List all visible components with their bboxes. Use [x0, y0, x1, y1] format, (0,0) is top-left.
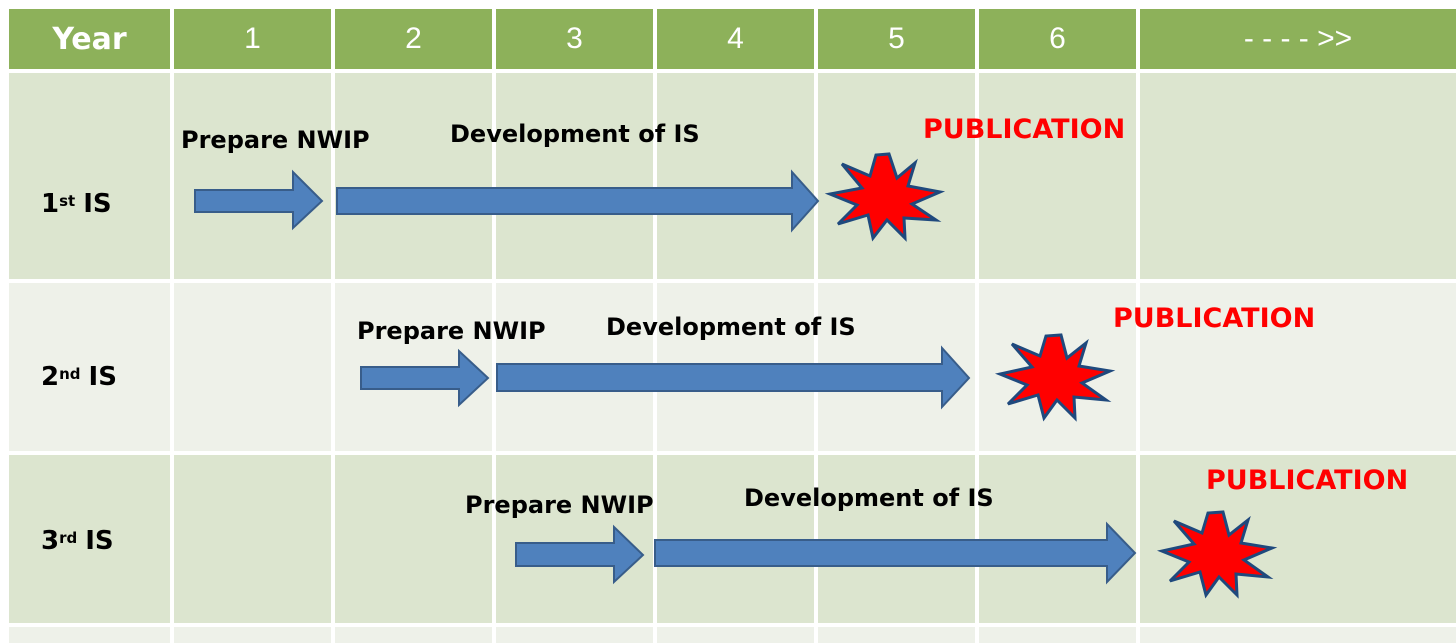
row-2-publication-label: PUBLICATION: [1113, 303, 1316, 334]
row-3-bg-col0: [9, 455, 170, 623]
arrow-right-icon: [194, 169, 324, 231]
row-3-prepare-label: Prepare NWIP: [465, 491, 654, 519]
header-year-1: 1: [174, 9, 331, 69]
row-1-suffix: st: [59, 192, 76, 210]
row-4-bg-col4: [657, 627, 814, 643]
header-year-6: 6: [979, 9, 1136, 69]
row-1-is: IS: [83, 189, 112, 219]
starburst-icon: [994, 333, 1116, 422]
header-year-5: 5: [818, 9, 975, 69]
row-2-prepare-label: Prepare NWIP: [357, 317, 546, 345]
header-year: Year: [9, 9, 170, 69]
row-1-prepare-label: Prepare NWIP: [181, 126, 370, 154]
header-year-4: 4: [657, 9, 814, 69]
row-3-is: IS: [85, 526, 114, 556]
row-1-bg-col0: [9, 73, 170, 279]
starburst-icon: [1156, 510, 1278, 599]
starburst-icon: [824, 152, 946, 242]
row-2-bg-col0: [9, 283, 170, 451]
arrow-right-icon: [515, 524, 645, 585]
row-4-bg-col2: [335, 627, 492, 643]
row-3-suffix: rd: [59, 529, 78, 547]
row-1-bg-col6: [979, 73, 1136, 279]
row-3-bg-col2: [335, 455, 492, 623]
row-1-bg-col3: [496, 73, 653, 279]
row-2-bg-col1: [174, 283, 331, 451]
row-3-development-label: Development of IS: [744, 484, 994, 512]
row-3-bg-col1: [174, 455, 331, 623]
arrow-right-icon: [336, 169, 820, 233]
row-1-bg-col7: [1140, 73, 1456, 279]
header-year-continued: - - - - >>: [1140, 9, 1456, 69]
row-1-bg-col2: [335, 73, 492, 279]
row-1-publication-label: PUBLICATION: [923, 114, 1126, 145]
arrow-right-icon: [360, 348, 490, 408]
row-4-bg-col1: [174, 627, 331, 643]
row-2-suffix: nd: [59, 365, 81, 383]
row-3-publication-label: PUBLICATION: [1206, 465, 1409, 496]
row-2-development-label: Development of IS: [606, 313, 856, 341]
row-4-bg-col6: [979, 627, 1136, 643]
row-2-bg-col7: [1140, 283, 1456, 451]
arrow-right-icon: [496, 345, 971, 410]
arrow-right-icon: [654, 521, 1137, 585]
row-2-is: IS: [88, 362, 117, 392]
header-year-2: 2: [335, 9, 492, 69]
header-year-3: 3: [496, 9, 653, 69]
row-4-bg-col3: [496, 627, 653, 643]
row-1-num: 1: [41, 189, 60, 219]
row-4-bg-col7: [1140, 627, 1456, 643]
row-1-development-label: Development of IS: [450, 120, 700, 148]
row-1-bg-col4: [657, 73, 814, 279]
row-1-bg-col1: [174, 73, 331, 279]
row-3-num: 3: [41, 526, 60, 556]
row-4-bg-col0: [9, 627, 170, 643]
row-4-bg-col5: [818, 627, 975, 643]
row-2-num: 2: [41, 362, 60, 392]
